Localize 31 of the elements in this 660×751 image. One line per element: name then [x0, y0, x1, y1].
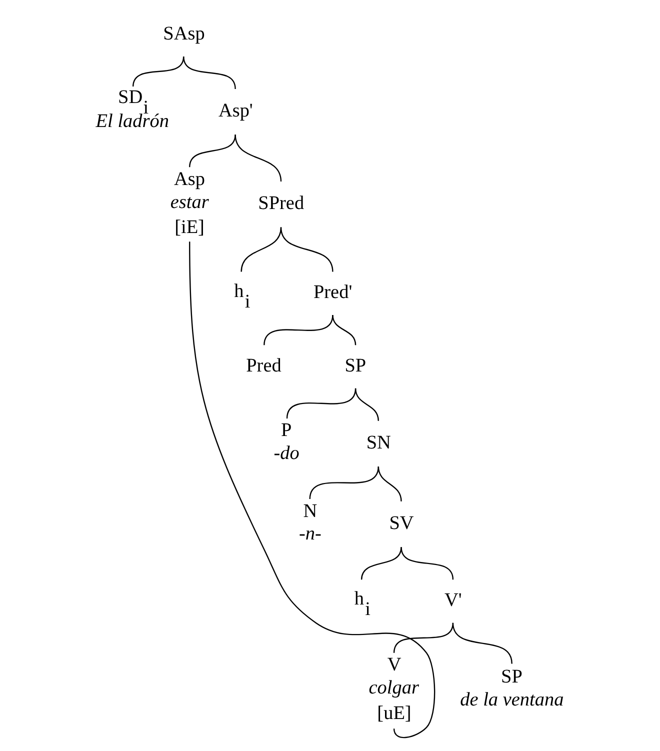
- node-text: SPred: [258, 192, 304, 214]
- node-text: SV: [389, 512, 414, 534]
- connector: [393, 622, 454, 654]
- connector: [189, 242, 436, 738]
- node-text: SP: [344, 355, 366, 376]
- connector: [189, 134, 236, 168]
- connector: [309, 466, 379, 500]
- connector: [132, 56, 184, 87]
- connector: [280, 227, 334, 272]
- node-text: Pred: [246, 355, 282, 376]
- node-text: Asp estar [iE]: [170, 168, 209, 238]
- connector: [332, 314, 356, 346]
- node-text: P -do: [274, 420, 300, 464]
- connector: [264, 314, 334, 346]
- connector: [183, 56, 236, 90]
- connector: [400, 547, 454, 580]
- node-text: N -n-: [299, 500, 322, 545]
- connector: [378, 466, 402, 502]
- node-text: SN: [366, 432, 391, 454]
- node-text: V': [444, 590, 462, 611]
- node-text: Asp': [218, 100, 253, 122]
- connector: [354, 388, 379, 421]
- connector: [360, 547, 402, 580]
- node-text: Pred': [313, 282, 352, 303]
- connector: [240, 227, 282, 272]
- connector: [286, 388, 356, 419]
- node-text: SP de la ventana: [460, 666, 564, 711]
- connector: [234, 134, 282, 182]
- connector: [452, 622, 512, 664]
- node-text: V colgar [uE]: [368, 654, 419, 724]
- node-text: SAsp: [163, 23, 205, 44]
